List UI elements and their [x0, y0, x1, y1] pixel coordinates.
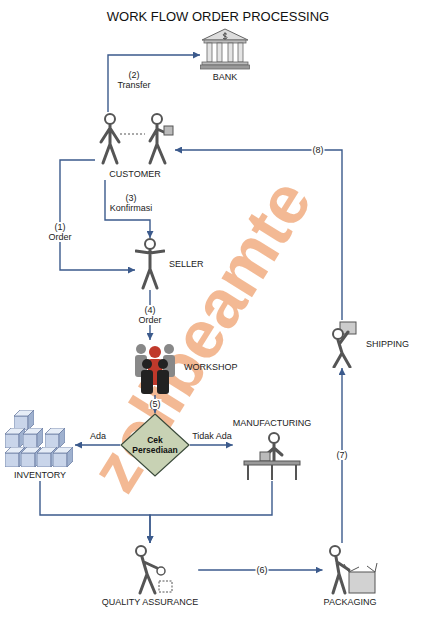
bank-icon: [200, 28, 250, 70]
node-label: WORKSHOP: [184, 362, 238, 373]
edge-label: (5): [149, 399, 162, 409]
flow-arrow: [75, 444, 120, 445]
process-node: WORKSHOP: [130, 340, 238, 395]
quality-icon: [125, 543, 175, 595]
node-label: PACKAGING: [324, 597, 377, 608]
flow-arrow: [108, 55, 200, 112]
process-node: CUSTOMER: [95, 112, 175, 180]
edge-label: (8): [312, 145, 325, 155]
process-node: MANUFACTURING: [233, 418, 312, 481]
packaging-icon: [323, 543, 378, 595]
process-node: SELLER: [135, 238, 204, 290]
edge-label: Tidak Ada: [191, 431, 233, 441]
flow-arrow: [175, 150, 342, 320]
node-label: QUALITY ASSURANCE: [102, 597, 198, 608]
process-node: SHIPPING: [322, 320, 409, 368]
process-node: BANK: [200, 28, 250, 83]
edge-label: (4) Order: [137, 305, 162, 325]
workshop-icon: [130, 340, 180, 395]
flow-arrow: [190, 444, 233, 445]
seller-icon: [135, 238, 165, 290]
node-label: CUSTOMER: [109, 169, 160, 180]
node-label: INVENTORY: [14, 470, 66, 481]
edge-label: (3) Konfirmasi: [109, 193, 154, 213]
edge-label: Ada: [89, 431, 107, 441]
node-label: BANK: [213, 72, 238, 83]
diagram-title: WORK FLOW ORDER PROCESSING: [0, 9, 436, 24]
process-node: QUALITY ASSURANCE: [102, 543, 198, 608]
manufacturing-icon: [242, 431, 302, 481]
flow-arrow: [40, 481, 150, 543]
shipping-icon: [322, 320, 362, 368]
node-label: SELLER: [169, 259, 204, 270]
process-node: INVENTORY: [5, 408, 75, 481]
edge-label: (7): [336, 450, 349, 460]
customer-icon: [95, 112, 175, 167]
node-label: MANUFACTURING: [233, 418, 312, 429]
edge-label: (6): [256, 565, 269, 575]
node-label: SHIPPING: [366, 339, 409, 350]
node-label: Cek Persediaan: [128, 435, 182, 455]
process-node: PACKAGING: [323, 543, 378, 608]
inventory-icon: [5, 408, 75, 468]
watermark: zolibeamte: [78, 168, 322, 502]
decision-node: Cek Persediaan: [120, 413, 190, 477]
diamond-outline: [121, 414, 189, 476]
edge-label: (2) Transfer: [116, 70, 151, 90]
edge-label: (1) Order: [47, 222, 72, 242]
flow-arrow: [150, 481, 272, 543]
